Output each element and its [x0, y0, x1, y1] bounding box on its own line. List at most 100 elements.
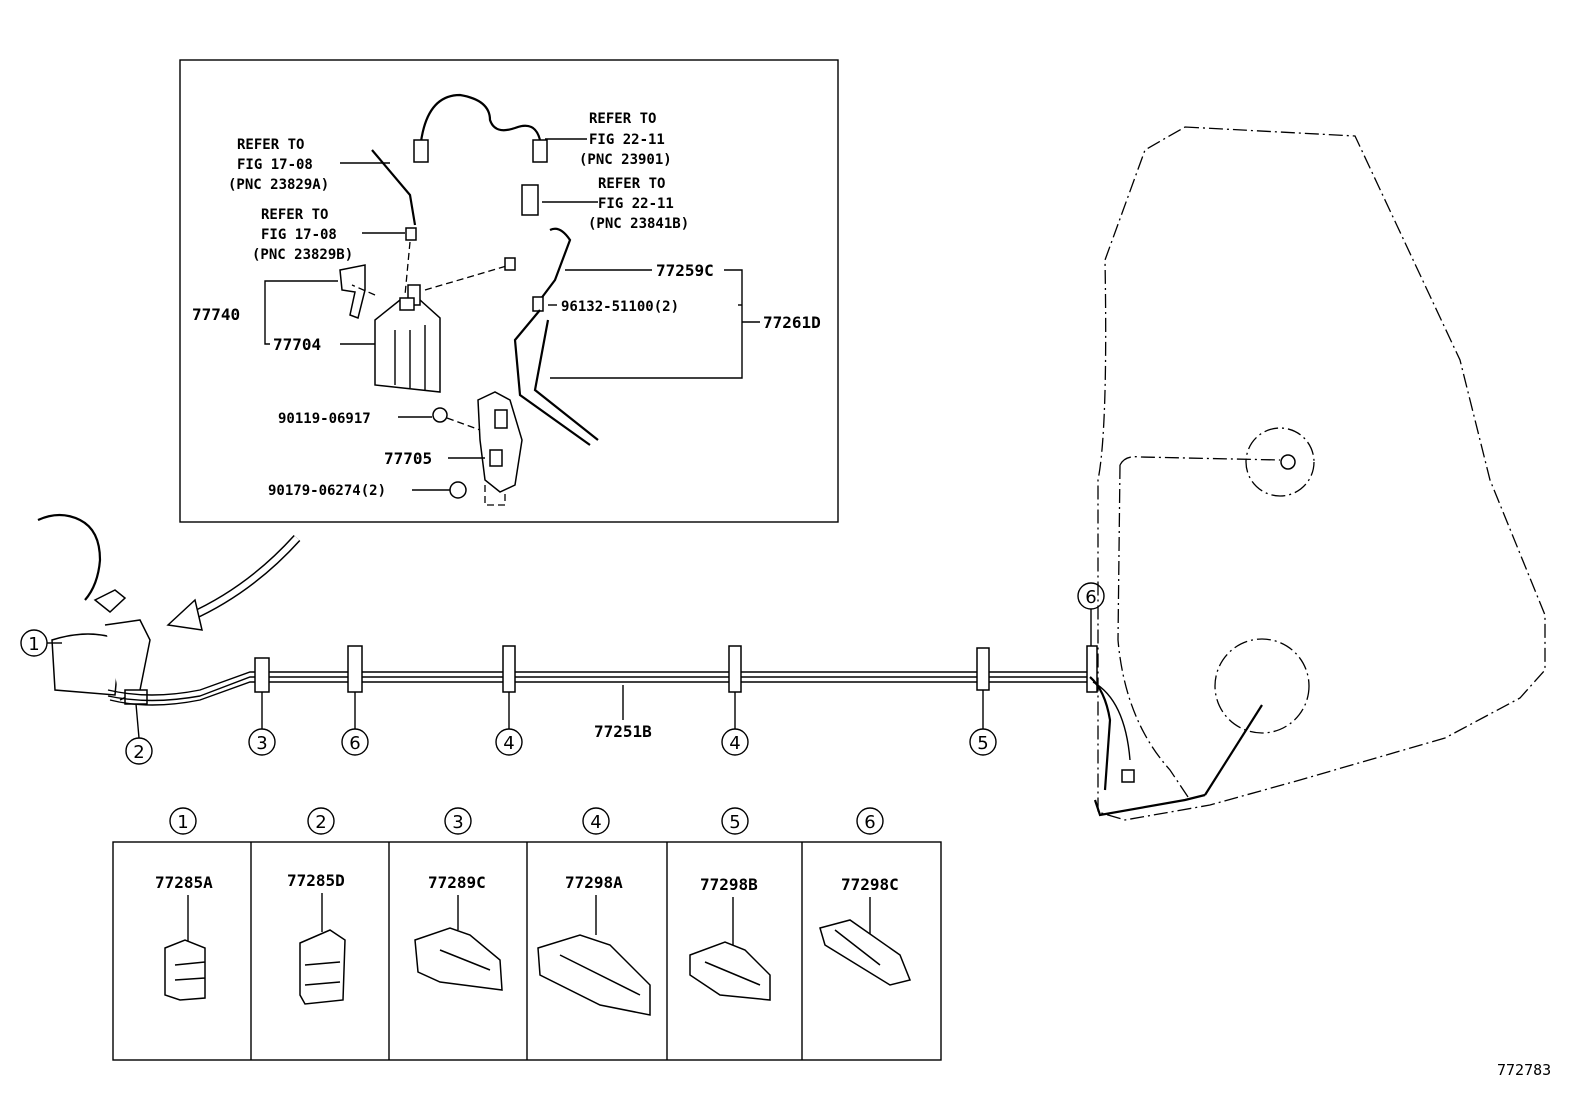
pipe-line-1	[107, 671, 1090, 696]
legend-circle-1	[169, 807, 197, 835]
ref-23829b-l2: FIG 17-08	[261, 227, 337, 243]
bolt-90119	[432, 407, 448, 423]
hose-end-left	[413, 139, 429, 163]
ref-23829a-l1: REFER TO	[237, 137, 304, 153]
tank-fitting	[1121, 769, 1135, 783]
callout-1: 1	[28, 634, 39, 655]
clamp-icon-4	[537, 934, 651, 1016]
tank-vent-line	[1119, 456, 1281, 466]
left-hose-connector	[93, 589, 127, 613]
legend-num-1: 1	[177, 812, 188, 833]
clamp-6b	[1086, 645, 1098, 693]
ref-23829b-l3: (PNC 23829B)	[252, 247, 353, 263]
legend-part-4: 77298A	[565, 873, 623, 892]
callout-5: 5	[977, 733, 988, 754]
clamp-5	[976, 647, 990, 691]
callout-4a: 4	[503, 733, 514, 754]
legend-num-5: 5	[729, 812, 740, 833]
tank-port-lower	[1214, 638, 1310, 734]
callout-6b: 6	[1085, 587, 1096, 608]
pipe-77261d-a	[513, 309, 591, 446]
callouts: 1 2 3 6 4 4 5 6	[20, 582, 1105, 765]
clamp-6a	[347, 645, 363, 693]
tank-vent-line-2	[1117, 464, 1191, 801]
ref-23841b-l3: (PNC 23841B)	[588, 216, 689, 232]
figure-id: 772783	[1497, 1061, 1551, 1079]
clamp-icon-3	[414, 927, 503, 991]
canister-clamp	[339, 264, 366, 319]
pipe-down-2	[1092, 681, 1131, 761]
dash-connector-2	[424, 264, 511, 291]
part-77740: 77740	[192, 305, 240, 324]
vsv-valve	[521, 184, 539, 216]
clip-fitting	[504, 257, 516, 271]
legend-part-1: 77285A	[155, 873, 213, 892]
legend-part-5: 77298B	[700, 875, 758, 894]
hose-clip	[532, 296, 544, 312]
pipe-line-2	[107, 676, 1090, 702]
clamp-3	[254, 657, 270, 693]
hose-77259c	[539, 227, 572, 301]
small-fitting	[405, 227, 417, 241]
legend-circle-3	[444, 807, 472, 835]
pipe-77261d-b	[533, 319, 599, 441]
tank-feed-pipe	[1093, 793, 1206, 817]
ref-23841b-l2: FIG 22-11	[598, 196, 674, 212]
ref-23901-l2: FIG 22-11	[589, 132, 665, 148]
legend-part-6: 77298C	[841, 875, 899, 894]
clamp-4b	[728, 645, 742, 693]
pipe-label: 77251B	[594, 722, 652, 741]
leader-77261d-bracket	[550, 269, 743, 379]
tank-filler-pipe	[1204, 704, 1263, 796]
ref-23901-l3: (PNC 23901)	[579, 152, 672, 168]
ref-23841b-l1: REFER TO	[598, 176, 665, 192]
pipe-down-1	[1089, 676, 1112, 791]
legend-dividers	[250, 842, 803, 1060]
callout-6a: 6	[349, 733, 360, 754]
charcoal-canister	[374, 284, 441, 393]
ref-23901-l1: REFER TO	[589, 111, 656, 127]
tank-port-upper	[1245, 427, 1315, 497]
hose-end-right	[532, 139, 548, 163]
callout-2: 2	[133, 742, 144, 763]
hose-23829a	[371, 149, 417, 226]
dash-bracket	[484, 485, 506, 506]
part-77705: 77705	[384, 449, 432, 468]
legend-num-6: 6	[864, 812, 875, 833]
callout-4b: 4	[729, 733, 740, 754]
legend-circle-4	[582, 807, 610, 835]
clamp-2	[124, 689, 148, 705]
nut-90179	[449, 481, 467, 499]
canister-bracket	[477, 391, 523, 493]
legend-circle-2	[307, 807, 335, 835]
callout-3: 3	[256, 733, 267, 754]
part-90179: 90179-06274(2)	[268, 483, 386, 499]
legend-part-3: 77289C	[428, 873, 486, 892]
dash-connector-1	[404, 241, 411, 296]
legend-part-2: 77285D	[287, 871, 345, 890]
leader-77740-b	[264, 313, 270, 345]
pointer-arrow	[166, 534, 301, 631]
clamp-icon-6	[819, 919, 912, 986]
part-96132: 96132-51100(2)	[561, 299, 679, 315]
legend-circle-6	[856, 807, 884, 835]
dash-bolt	[446, 417, 481, 431]
part-77261d: 77261D	[763, 313, 821, 332]
clamp-4a	[502, 645, 516, 693]
fuel-tank	[1097, 126, 1546, 821]
ref-23829b-l1: REFER TO	[261, 207, 328, 223]
legend-circle-5	[721, 807, 749, 835]
main-assembly: 77251B	[37, 513, 1206, 817]
ref-23829a-l3: (PNC 23829A)	[228, 177, 329, 193]
clamp-legend: 1 77285A 2 77285D 3 77289C 4 77298A 5 77…	[112, 807, 942, 1061]
ref-23829a-l2: FIG 17-08	[237, 157, 313, 173]
clamp-icon-1	[164, 939, 206, 1001]
clamp-icon-5	[689, 941, 771, 1001]
part-90119: 90119-06917	[278, 411, 371, 427]
left-hose	[37, 513, 102, 601]
part-77704: 77704	[273, 335, 321, 354]
dash-connector-3	[351, 284, 376, 296]
inset-frame	[179, 59, 839, 523]
leader-77740-a	[264, 280, 338, 313]
